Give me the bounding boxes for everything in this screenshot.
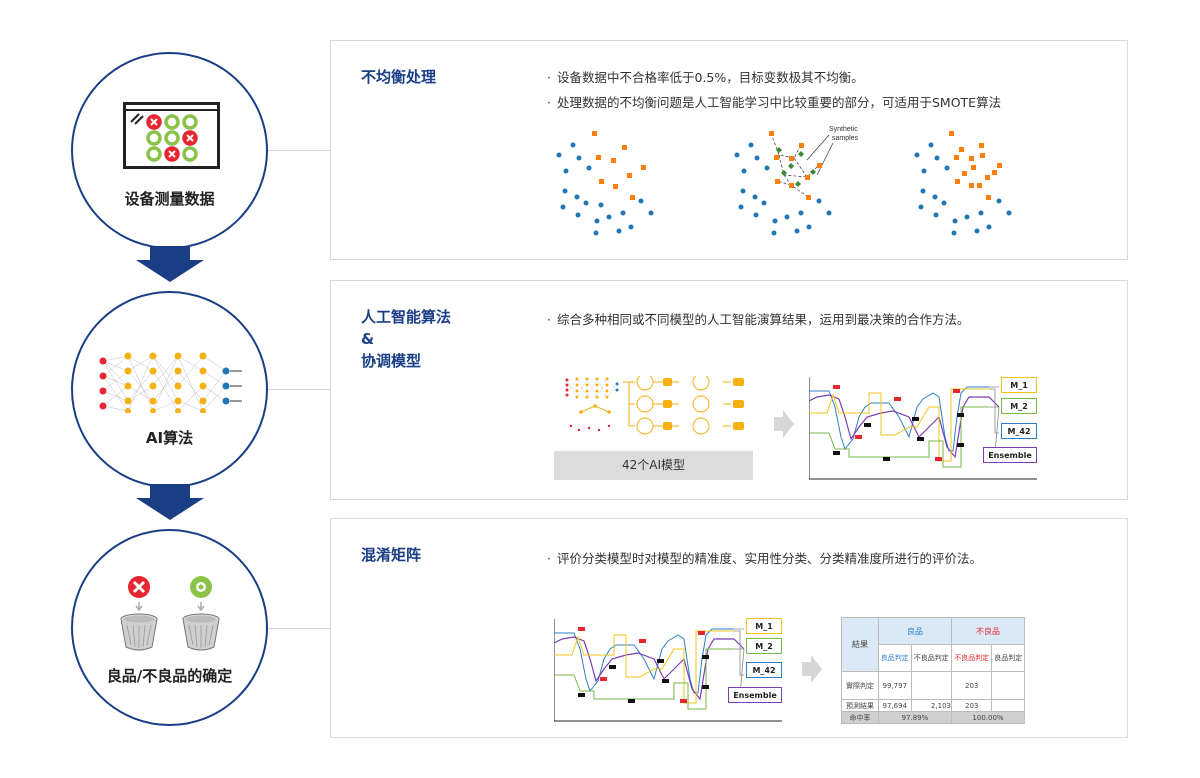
scatter-balanced [914, 131, 1012, 236]
matrix-header-bad: 不良品 [950, 617, 1026, 645]
ensemble-chart [809, 377, 1037, 480]
panel-confusion-matrix: 混淆矩阵 评价分类模型时对模型的精准度、实用性分类、分类精准度所进行的评价法。 … [330, 518, 1128, 738]
panel-title: 不均衡处理 [361, 68, 437, 86]
ai-models-thumbnail [565, 376, 744, 435]
model-count-label: 42个AI模型 [554, 451, 753, 480]
matrix-cell: 203 [950, 671, 993, 700]
matrix-cell [910, 671, 952, 700]
down-arrow-icon [136, 246, 204, 282]
panel-ai-ensemble: 人工智能算法 & 协调模型 综合多种相同或不同模型的人工智能演算结果，运用到最决… [330, 280, 1128, 500]
step-label-ai: AI算法 [145, 429, 194, 447]
matrix-row-pred: 預測結果 [841, 699, 879, 712]
panel-title-line: & [361, 330, 375, 348]
matrix-cell: 100.00% [950, 711, 1026, 724]
step-label-result: 良品/不良品的确定 [106, 667, 233, 685]
bullet-text: 设备数据中不合格率低于0.5%，目标变数极其不均衡。 [547, 67, 864, 86]
bullet-text: 处理数据的不均衡问题是人工智能学习中比较重要的部分，可适用于SMOTE算法 [547, 92, 1001, 111]
right-arrow-icon [802, 655, 822, 683]
step-label-data: 设备测量数据 [124, 190, 215, 208]
model-box-m42: M_42 [1001, 423, 1037, 439]
panel-title-line: 人工智能算法 [361, 308, 452, 326]
matrix-header-result: 結果 [841, 617, 879, 672]
synthetic-label: Synthetic [829, 126, 858, 133]
matrix-subheader-bad: 不良品判定 [910, 644, 952, 672]
matrix-subheader-good: 良品判定 [991, 644, 1025, 672]
matrix-cell: 99,797 [878, 671, 912, 700]
matrix-cell: 97.89% [878, 711, 952, 724]
model-box-ensemble: Ensemble [728, 687, 782, 703]
measurement-grid-icon [123, 102, 220, 169]
matrix-cell [991, 671, 1025, 700]
panel-title: 人工智能算法 & 协调模型 [361, 306, 451, 372]
model-box-m2: M_2 [1001, 398, 1037, 414]
connector-line-3 [268, 628, 330, 629]
panel-title-line: 协调模型 [361, 352, 422, 370]
connector-line-2 [268, 389, 330, 390]
model-box-m1: M_1 [1001, 377, 1037, 393]
scatter-original [556, 131, 654, 236]
neural-network-icon [99, 352, 242, 413]
step-circle-ai: AI算法 [71, 291, 268, 488]
model-box-m42: M_42 [746, 662, 782, 678]
samples-label: samples [832, 135, 859, 142]
confusion-matrix-table: 結果 良品 不良品 良品判定 不良品判定 不良品判定 良品判定 實際判定 99,… [841, 617, 1026, 724]
model-box-m1: M_1 [746, 618, 782, 634]
matrix-subheader-good: 良品判定 [878, 644, 912, 672]
matrix-subheader-bad: 不良品判定 [950, 644, 993, 672]
right-arrow-icon [774, 410, 794, 438]
model-box-m2: M_2 [746, 638, 782, 654]
matrix-cell: 203 [950, 699, 993, 712]
panel-imbalance: 不均衡处理 设备数据中不合格率低于0.5%，目标变数极其不均衡。 处理数据的不均… [330, 40, 1128, 260]
matrix-cell: 2,103 [910, 699, 952, 712]
step-circle-data: 设备测量数据 [71, 52, 268, 249]
connector-line-1 [268, 150, 330, 151]
matrix-cell [991, 699, 1025, 712]
matrix-row-actual: 實際判定 [841, 671, 879, 700]
matrix-cell: 97,694 [878, 699, 912, 712]
panel-title: 混淆矩阵 [361, 546, 422, 564]
good-bad-cups-icon [120, 576, 220, 651]
step-circle-result: 良品/不良品的确定 [71, 529, 268, 726]
model-box-ensemble: Ensemble [983, 447, 1037, 463]
scatter-smote: Synthetic samples [734, 126, 859, 236]
ensemble-chart [554, 619, 782, 722]
bullet-text: 综合多种相同或不同模型的人工智能演算结果，运用到最决策的合作方法。 [547, 309, 970, 328]
matrix-header-good: 良品 [878, 617, 952, 645]
matrix-row-hit: 命中率 [841, 711, 879, 724]
bullet-text: 评价分类模型时对模型的精准度、实用性分类、分类精准度所进行的评价法。 [547, 548, 982, 567]
down-arrow-icon [136, 484, 204, 520]
